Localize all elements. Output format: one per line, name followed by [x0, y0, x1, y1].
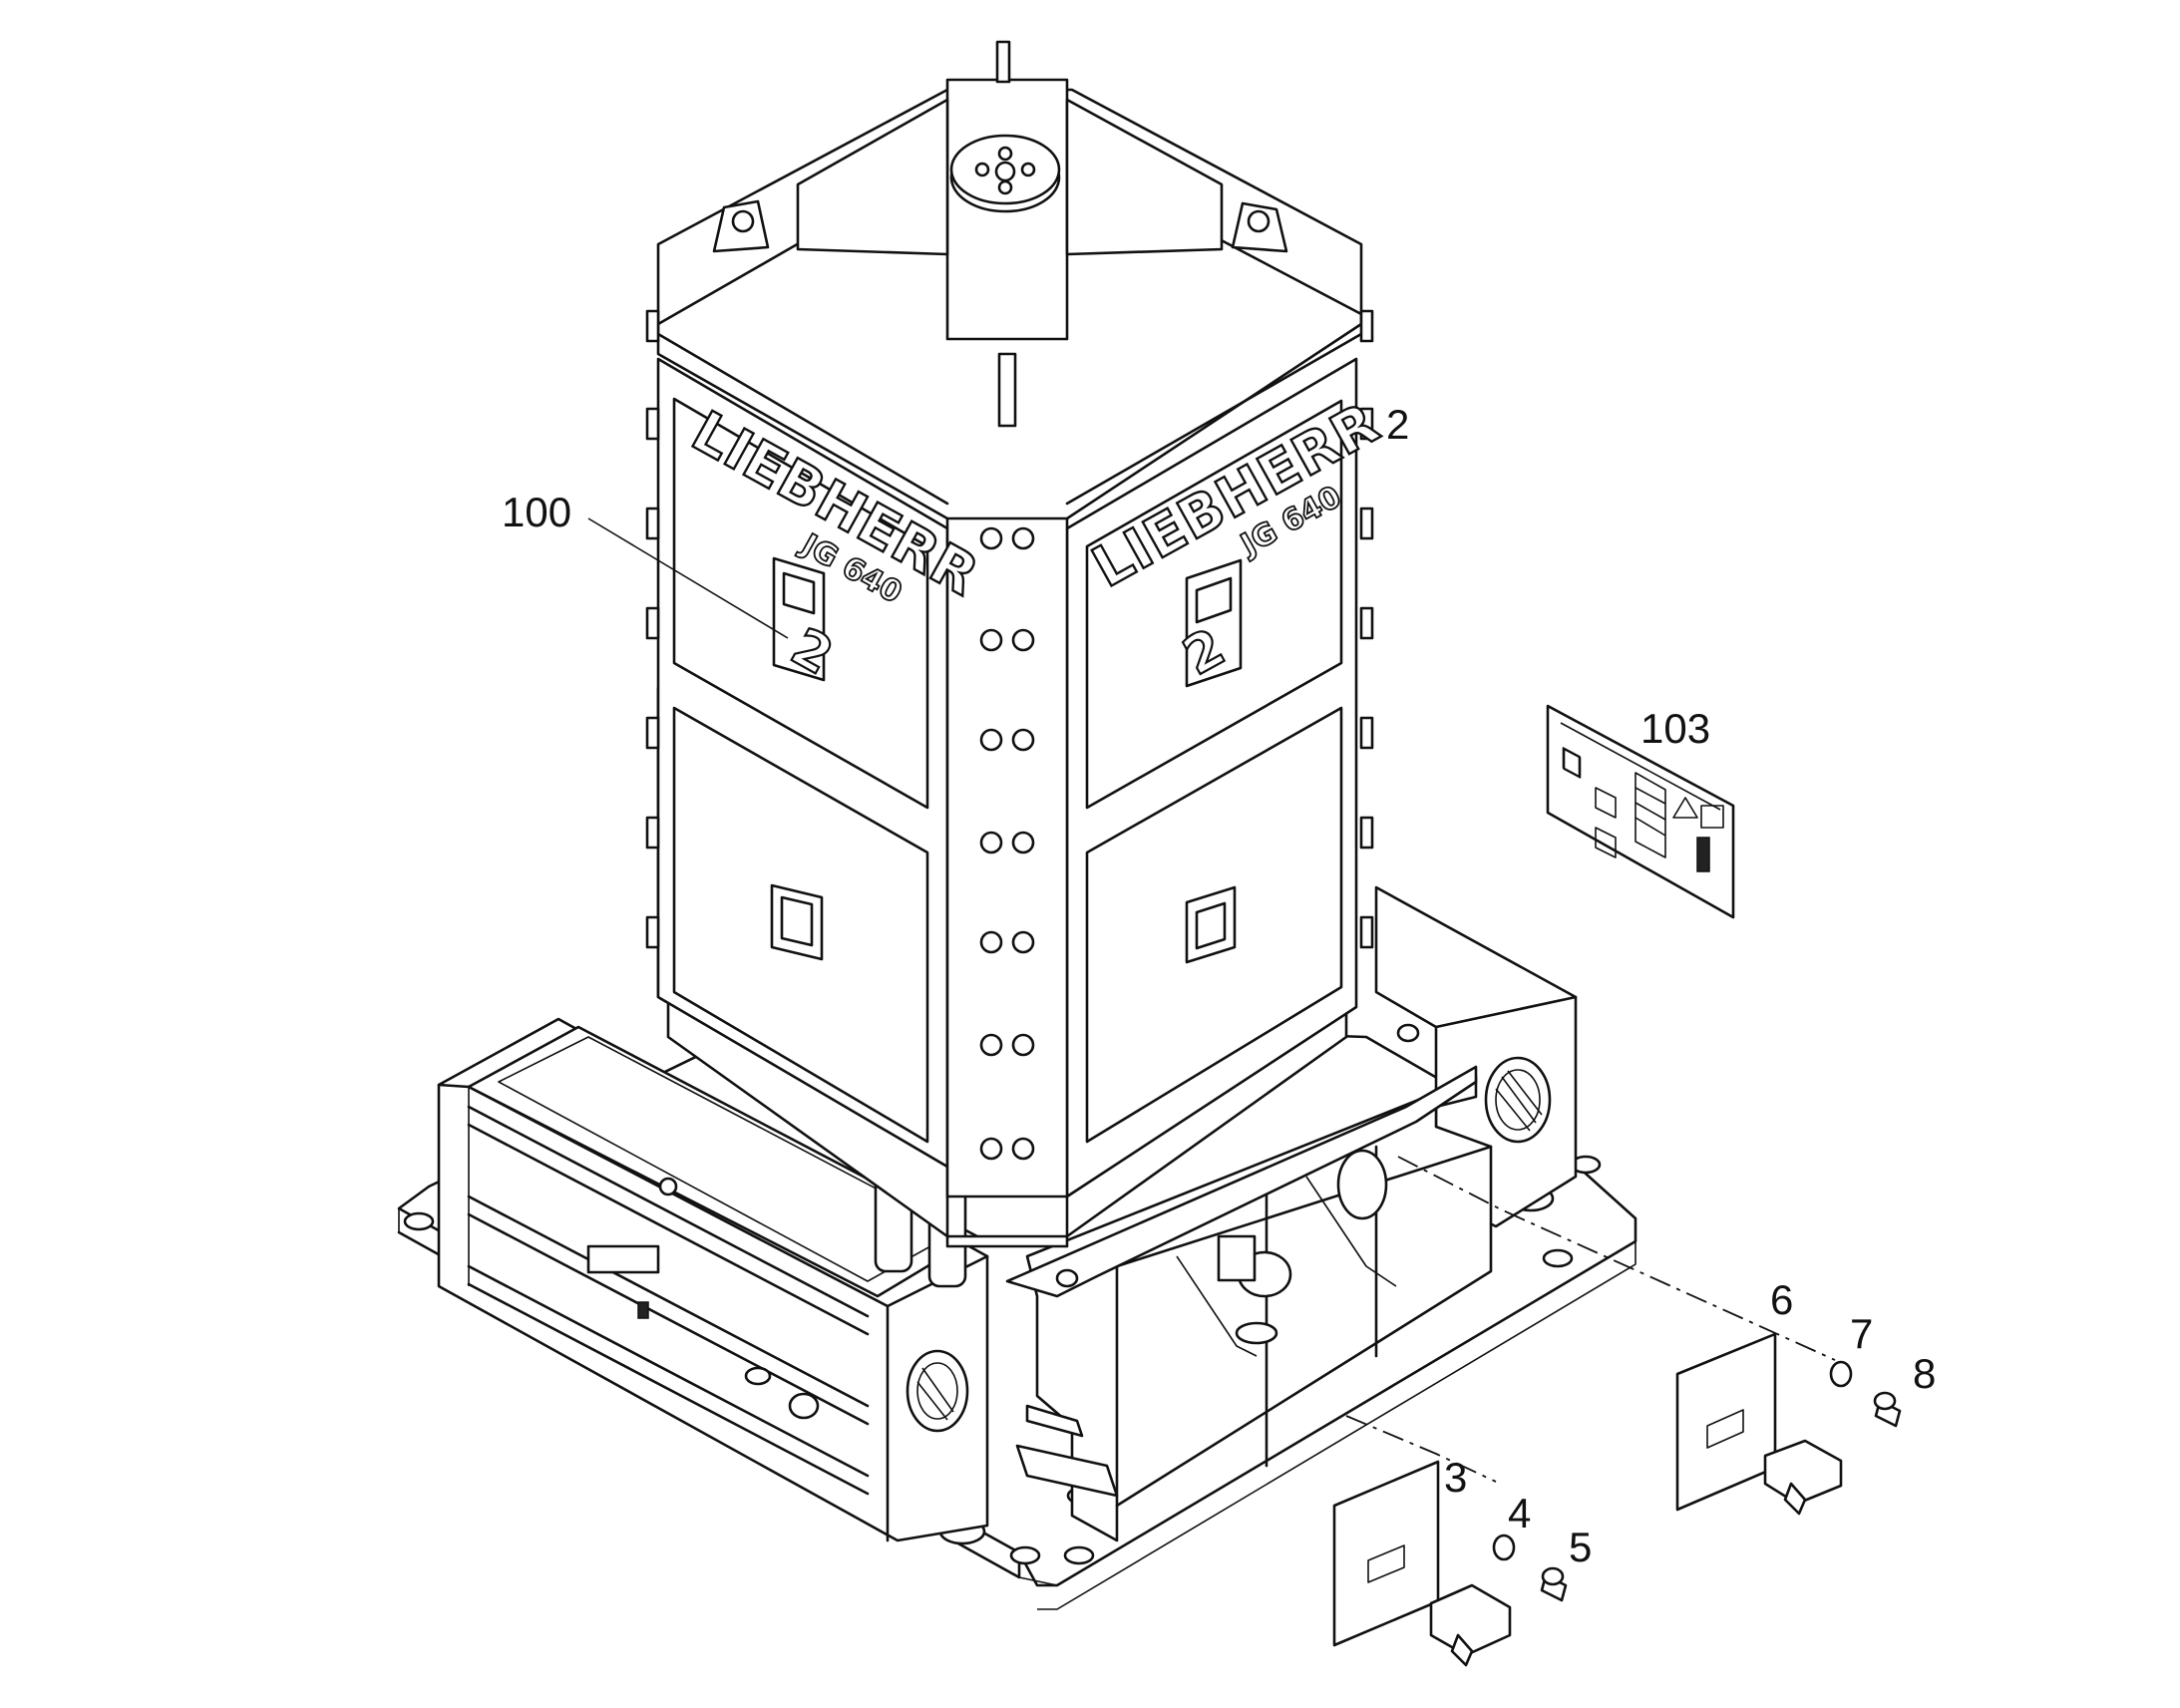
leader-100 [587, 517, 789, 639]
base-frame [397, 885, 1637, 1610]
column-bolts [979, 526, 1035, 1161]
exploded-parts [1332, 1156, 1902, 1667]
info-plate [1546, 704, 1735, 919]
door-latch-left-upper [772, 556, 826, 682]
callout-3: 3 [1444, 1454, 1467, 1501]
door-latch-left-lower [770, 883, 824, 961]
callout-4: 4 [1508, 1490, 1531, 1537]
fan-grille-right [1495, 1070, 1543, 1132]
callout-8: 8 [1913, 1350, 1936, 1397]
door-latch-right-upper [1185, 558, 1243, 688]
callout-103: 103 [1640, 705, 1710, 752]
door-latch-right-lower [1185, 885, 1237, 964]
callout-2: 2 [1386, 401, 1409, 448]
callout-6: 6 [1770, 1276, 1793, 1323]
generator-tower: LIEBHERR JG 640 2 LIEBHERR JG 640 2 [645, 40, 1391, 1248]
callout-5: 5 [1569, 1524, 1592, 1570]
callout-100: 100 [502, 489, 571, 535]
cover-plate-upper [1675, 1332, 1777, 1512]
panel-hinges [645, 309, 1374, 949]
callout-7: 7 [1850, 1310, 1873, 1357]
